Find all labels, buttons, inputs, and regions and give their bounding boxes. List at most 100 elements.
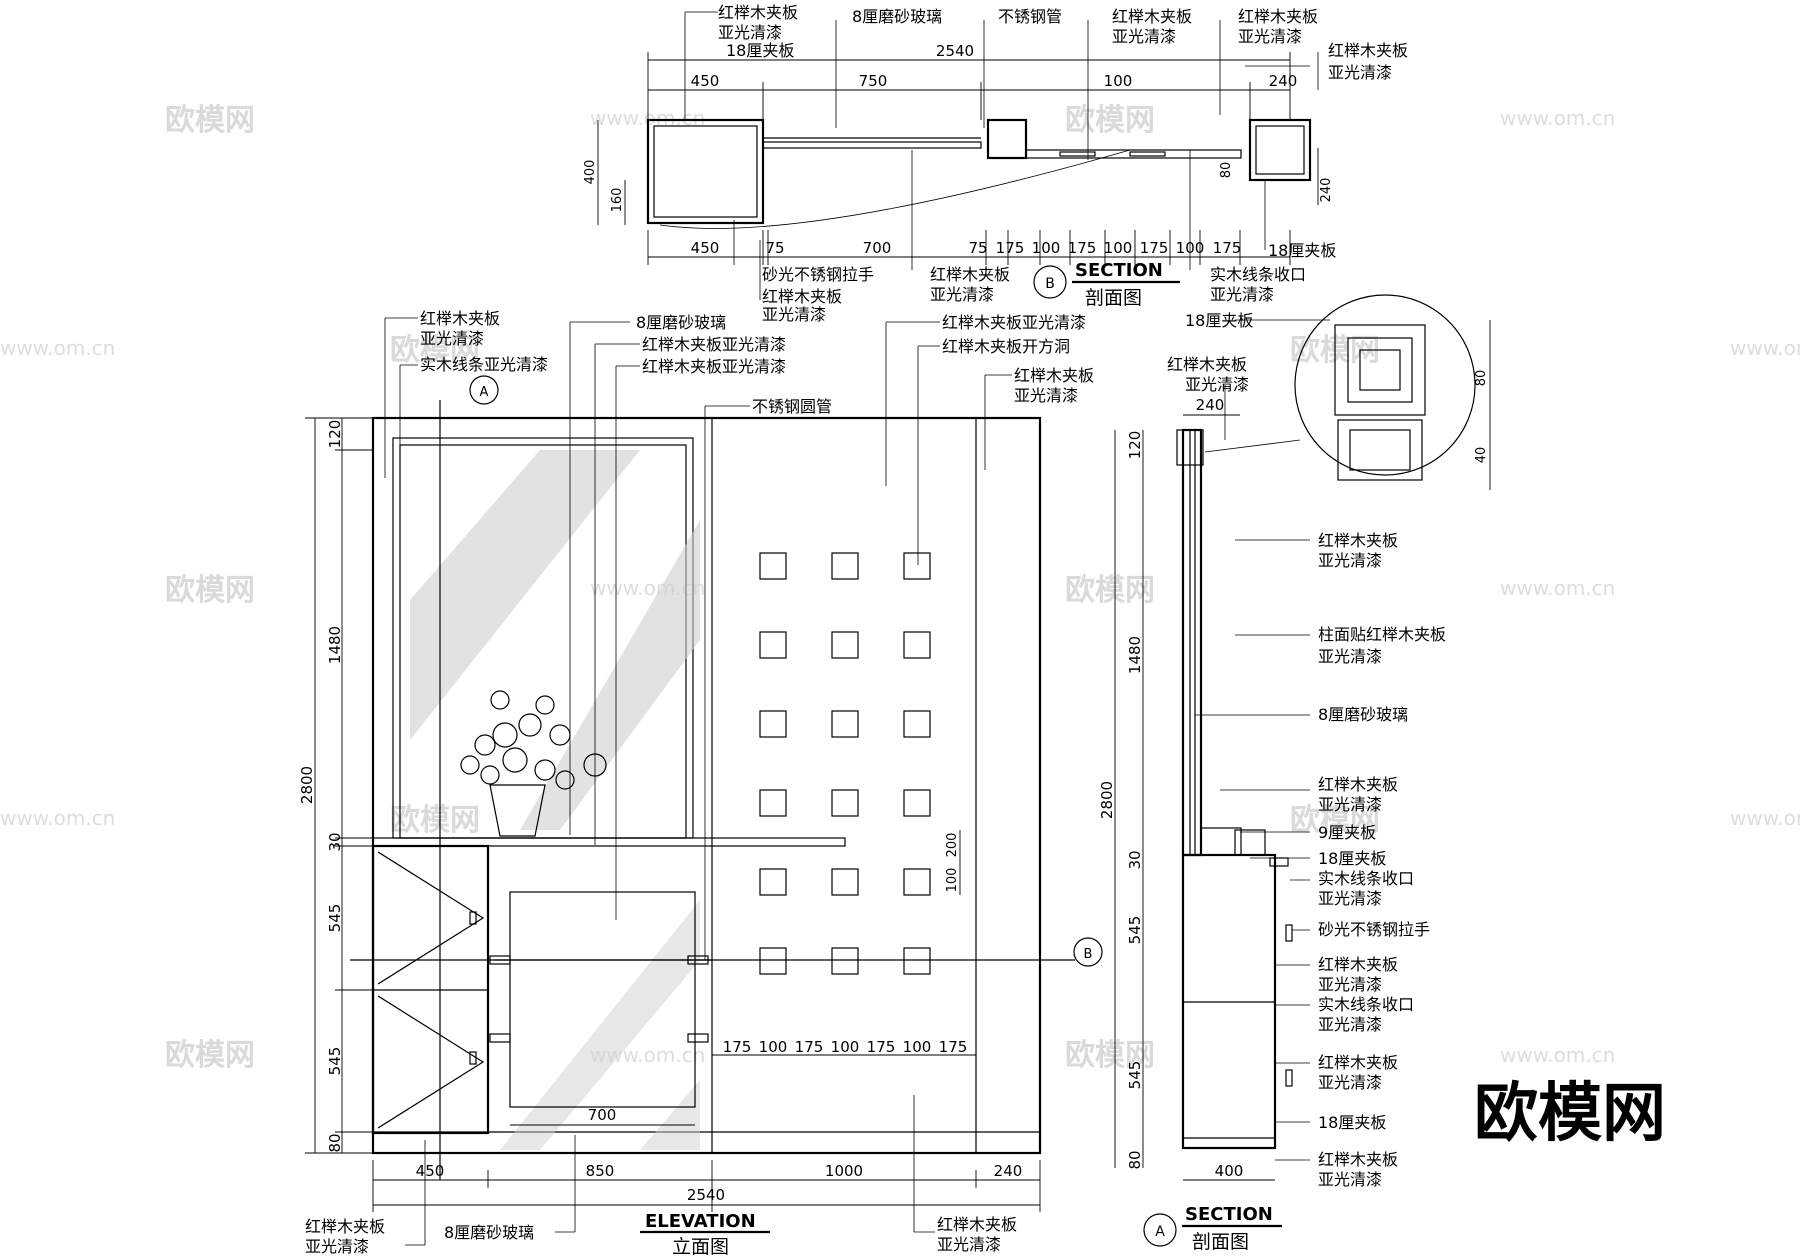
label-steel-pipe: 不锈钢管 (998, 7, 1062, 26)
handle-icon (469, 1051, 477, 1065)
square-holes-grid (759, 552, 931, 975)
label-wood-veneer: 红榉木夹板 (305, 1217, 385, 1236)
plan-dim-400: 400 (583, 160, 598, 185)
hole-dim: 175 (795, 1038, 824, 1056)
label-matte-lacquer: 亚光清漆 (1185, 375, 1249, 394)
label-matte-lacquer: 亚光清漆 (1238, 27, 1302, 46)
handle-icon (469, 911, 477, 925)
plan-right-box (1248, 118, 1312, 182)
watermark-brand: 欧模网 (390, 803, 480, 838)
watermark-brand: 欧模网 (1065, 1038, 1155, 1073)
side-dim: 80 (1126, 1150, 1144, 1169)
label-wood-veneer: 红榉木夹板 (1318, 1053, 1398, 1072)
watermark-url: www.om.cn (1500, 106, 1615, 130)
label-frosted-glass: 8厘磨砂玻璃 (444, 1223, 534, 1242)
watermark-url-layer: www.om.cn www.om.cn www.om.cn www.om.cn … (0, 106, 1800, 1067)
elevation-view: B A 120 1480 30 545 545 80 2800 (298, 309, 1103, 1258)
section-a-marker (1143, 1213, 1177, 1247)
section-b-letter: B (1045, 276, 1055, 292)
label-wood-veneer: 红榉木夹板 (762, 287, 842, 306)
elev-total-height: 2800 (298, 766, 316, 804)
plan-dim-160: 160 (610, 188, 625, 213)
label-wood-veneer: 红榉木夹板 (1014, 366, 1094, 385)
plan-bottom-dim: 100 (1032, 239, 1061, 257)
plan-bottom-dim: 450 (691, 239, 720, 257)
label-solid-wood-edge: 实木线条收口 (1210, 265, 1306, 284)
watermark-brand: 欧模网 (165, 573, 255, 608)
label-plywood-18: 18厘夹板 (1318, 1113, 1386, 1132)
watermark-brand: 欧模网 (165, 103, 255, 138)
side-handle-icon (1285, 924, 1293, 942)
label-solid-wood-edge: 实木线条收口 (1318, 869, 1414, 888)
hole-dim: 100 (903, 1038, 932, 1056)
elevation-title-cn: 立面图 (672, 1236, 729, 1258)
label-solid-wood-strip: 实木线条亚光清漆 (420, 355, 548, 374)
detail-dim-80: 80 (1474, 370, 1489, 387)
brand-logo: 欧模网 (1474, 1077, 1666, 1151)
side-dim: 545 (1126, 1061, 1144, 1090)
plan-left-cabinet (646, 118, 765, 225)
elevation-title: ELEVATION (645, 1211, 756, 1232)
plan-bottom-dim: 175 (1140, 239, 1169, 257)
plan-steel-pipe (986, 118, 1028, 160)
label-wood-veneer: 红榉木夹板 (1318, 1150, 1398, 1169)
cut-a-letter: A (480, 385, 489, 400)
side-dim: 545 (1126, 916, 1144, 945)
label-matte-lacquer: 亚光清漆 (937, 1235, 1001, 1254)
label-wood-veneer: 红榉木夹板 (718, 3, 798, 22)
elev-dim-1000: 1000 (825, 1162, 863, 1180)
side-section-a: 80 40 240 400 120 1480 30 545 545 80 280… (1098, 294, 1491, 1253)
elev-total-width: 2540 (687, 1186, 725, 1204)
plan-section-b: 2540 450 750 100 240 450 75 700 75 175 1… (583, 3, 1408, 324)
label-matte-lacquer: 亚光清漆 (1318, 647, 1382, 666)
label-satin-handle: 砂光不锈钢拉手 (1318, 920, 1430, 939)
elev-dim-545b: 545 (326, 1047, 344, 1076)
watermark-brand: 欧模网 (390, 333, 480, 368)
elevation-outline (371, 416, 1042, 1155)
section-b-cut-marker (1073, 937, 1103, 967)
watermark-url: www.om.cn (1500, 1043, 1615, 1067)
label-plywood-18: 18厘夹板 (1318, 849, 1386, 868)
label-wood-veneer: 红榉木夹板 (1318, 775, 1398, 794)
detail-dim-40: 40 (1474, 447, 1489, 464)
plan-dim-80: 80 (1219, 162, 1234, 179)
elev-dim-120: 120 (326, 420, 344, 449)
elev-dim-80: 80 (326, 1133, 344, 1152)
elev-dim-30: 30 (326, 832, 344, 851)
plan-bottom-dim: 100 (1104, 239, 1133, 257)
hole-dim-100: 100 (945, 868, 960, 893)
label-matte-lacquer: 亚光清漆 (420, 329, 484, 348)
plan-bottom-dim: 75 (765, 239, 784, 257)
elev-dim-850: 850 (586, 1162, 615, 1180)
section-a-title-cn: 剖面图 (1192, 1231, 1249, 1253)
label-matte-lacquer: 亚光清漆 (1318, 1170, 1382, 1189)
label-column-veneer: 柱面贴红榉木夹板 (1318, 625, 1446, 644)
section-b-title: SECTION (1075, 260, 1163, 281)
label-matte-lacquer: 亚光清漆 (1318, 975, 1382, 994)
middle-glass-panel (509, 891, 696, 1108)
side-handle-icon (1285, 1069, 1293, 1087)
plan-dim-750: 750 (859, 72, 888, 90)
label-wood-veneer: 红榉木夹板 (1238, 7, 1318, 26)
label-veneer-square-hole: 红榉木夹板开方洞 (942, 337, 1070, 356)
watermark-layer: 欧模网 欧模网 欧模网 欧模网 欧模网 欧模网 欧模网 欧模网 欧模网 欧模网 (165, 103, 1380, 1073)
hole-dim: 100 (759, 1038, 788, 1056)
frosted-glass-hatch (410, 450, 700, 1150)
hole-dim: 175 (867, 1038, 896, 1056)
label-satin-handle: 砂光不锈钢拉手 (762, 265, 874, 284)
label-matte-lacquer: 亚光清漆 (1318, 1015, 1382, 1034)
label-wood-veneer: 红榉木夹板 (937, 1215, 1017, 1234)
plan-dim-240-right: 240 (1319, 178, 1334, 203)
elev-dim-545: 545 (326, 904, 344, 933)
watermark-url: www.om.cn (1730, 806, 1800, 830)
section-b-title-cn: 剖面图 (1085, 287, 1142, 309)
label-frosted-glass: 8厘磨砂玻璃 (852, 7, 942, 26)
label-veneer-lacquer: 红榉木夹板亚光清漆 (642, 357, 786, 376)
plan-dim-240: 240 (1269, 72, 1298, 90)
side-dim-400: 400 (1215, 1162, 1244, 1180)
section-a-title: SECTION (1185, 1204, 1273, 1225)
label-round-pipe: 不锈钢圆管 (752, 397, 832, 416)
label-wood-veneer: 红榉木夹板 (420, 309, 500, 328)
side-dim-240: 240 (1196, 396, 1225, 414)
